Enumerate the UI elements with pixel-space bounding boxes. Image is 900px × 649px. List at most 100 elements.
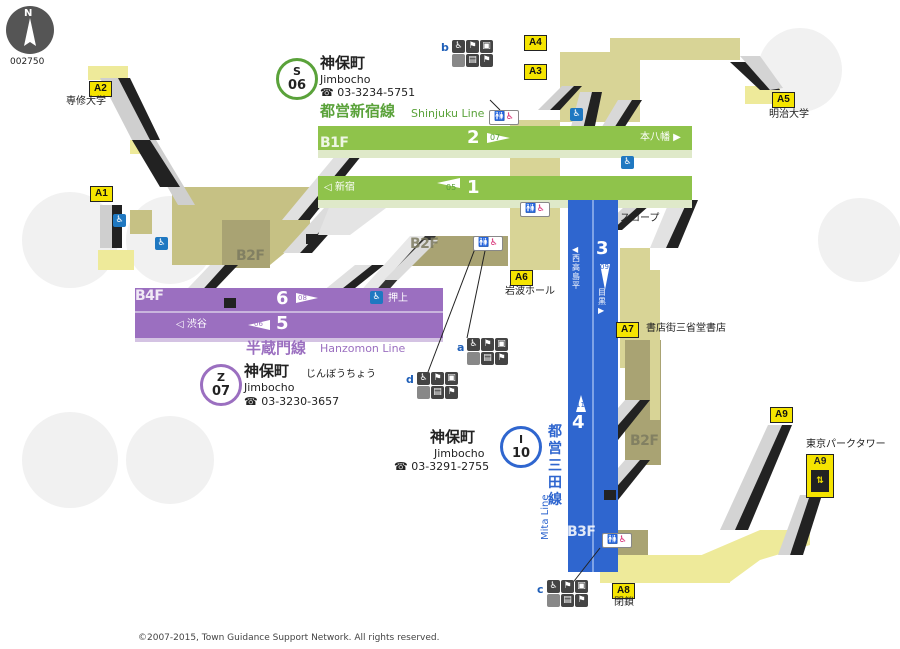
track-3-stop: 09 [600, 263, 609, 271]
elevator-icon[interactable]: ♿ [621, 156, 634, 169]
facility-cluster-a[interactable]: ♿ ⚑ ▣ ▤ ⚑ [467, 338, 508, 366]
shinjuku-line-name-en: Shinjuku Line [411, 107, 485, 120]
exit-a7[interactable]: A7 [616, 322, 639, 338]
floor-b3f: B3F [567, 524, 596, 540]
place-a8: 閉鎖 [614, 597, 634, 608]
mita-code-number: 10 [511, 446, 531, 461]
escalator-icon: ♿ [417, 372, 430, 385]
track-3-direction-up: ◀西高島平 [572, 245, 580, 290]
ticket-gate-icon: ▤ [466, 54, 479, 67]
map-code: 002750 [10, 57, 45, 67]
floor-b4f: B4F [135, 288, 164, 304]
shinjuku-code-letter: S [293, 65, 301, 78]
hanzomon-station-code: Z 07 [200, 364, 242, 406]
track-6-stop: 08 [298, 294, 307, 302]
facility-cluster-c[interactable]: ♿ ⚑ ▣ ▤ ⚑ [547, 580, 588, 608]
mita-line-name: 都営三田線 [548, 424, 562, 508]
track-3-direction-down: 目黒▶ [598, 288, 606, 315]
hanzomon-station-name: 神保町 [244, 362, 290, 380]
track-1-stop: 05 [446, 183, 457, 192]
restroom-icon[interactable]: 🚻♿ [489, 110, 519, 125]
track-2-stop: 07 [490, 133, 501, 142]
restroom-icon: ⚑ [561, 580, 574, 593]
ticket-gate-icon: ▣ [575, 580, 588, 593]
hanzomon-line-name-en: Hanzomon Line [320, 342, 406, 355]
facility-cluster-d[interactable]: ♿ ⚑ ▣ ▤ ⚑ [417, 372, 458, 400]
hanzomon-station-tel: ☎ 03-3230-3657 [244, 395, 340, 408]
mita-station-name: 神保町 [430, 428, 476, 446]
track-6-direction: 押上 [388, 293, 408, 304]
exit-a6[interactable]: A6 [510, 270, 533, 286]
shinjuku-platform-1 [318, 176, 692, 200]
track-1-direction: ◁ 新宿 [324, 182, 355, 193]
floor-b2f-mid: B2F [410, 236, 439, 252]
restroom-icon[interactable]: 🚻♿ [602, 533, 632, 548]
exit-a5[interactable]: A5 [772, 92, 795, 108]
floor-b2f-right: B2F [630, 433, 659, 449]
shinjuku-station-romaji: Jimbocho [320, 73, 371, 86]
track-5-number: 5 [276, 313, 289, 334]
floor-b1f: B1F [320, 135, 349, 151]
ticket-gate-icon: ▤ [431, 386, 444, 399]
hanzomon-station-romaji: Jimbocho [244, 381, 295, 394]
hanzomon-code-letter: Z [217, 371, 225, 384]
gate-icon [452, 54, 465, 67]
cluster-a-letter: a [457, 341, 465, 354]
shinjuku-code-number: 06 [287, 78, 307, 93]
restroom-icon: ⚑ [495, 352, 508, 365]
track-4-number: 4 [572, 412, 585, 433]
gate-icon [417, 386, 430, 399]
place-a2: 専修大学 [66, 96, 106, 107]
cluster-d-letter: d [406, 373, 414, 386]
track-5-stop: 06 [254, 320, 263, 328]
shinjuku-station-name: 神保町 [320, 54, 366, 72]
copyright: ©2007-2015, Town Guidance Support Networ… [138, 633, 440, 643]
mita-code-letter: I [518, 433, 524, 446]
shinjuku-station-tel: ☎ 03-3234-5751 [320, 86, 416, 99]
compass: N [6, 6, 54, 54]
ticket-gate-icon: ▣ [495, 338, 508, 351]
compass-north: N [24, 8, 33, 19]
place-a9: 東京パークタワー [806, 439, 886, 450]
ticket-gate-icon: ▤ [561, 594, 574, 607]
exit-a4[interactable]: A4 [524, 35, 547, 51]
ticket-gate-icon: ▣ [480, 40, 493, 53]
track-1-number: 1 [467, 177, 480, 198]
hanzomon-station-kana: じんぼうちょう [306, 369, 376, 380]
facility-cluster-b[interactable]: ♿ ⚑ ▣ ▤ ⚑ [452, 40, 493, 68]
gate-icon [467, 352, 480, 365]
place-a5: 明治大学 [769, 109, 809, 120]
restroom-icon: ⚑ [480, 54, 493, 67]
wheelchair-icon[interactable]: ♿ [370, 291, 383, 304]
ticket-gate-icon: ▤ [481, 352, 494, 365]
floor-b2f-left: B2F [236, 248, 265, 264]
exit-a9[interactable]: A9 [770, 407, 793, 423]
exit-a3[interactable]: A3 [524, 64, 547, 80]
mita-station-romaji: Jimbocho [434, 447, 485, 460]
exit-a9-elevator[interactable]: A9 ⇅ [806, 454, 834, 498]
mita-line-name-en: Mita Line [540, 494, 551, 540]
restroom-icon: ⚑ [481, 338, 494, 351]
elevator-icon[interactable]: ♿ [113, 214, 126, 227]
cluster-b-letter: b [441, 41, 449, 54]
track-3-number: 3 [596, 238, 609, 259]
gate-icon [547, 594, 560, 607]
hanzomon-code-number: 07 [211, 384, 231, 399]
place-a6: 岩波ホール [505, 286, 555, 297]
restroom-icon[interactable]: 🚻♿ [520, 202, 550, 217]
restroom-icon: ⚑ [466, 40, 479, 53]
track-4-stop: 11 [576, 401, 585, 409]
restroom-icon[interactable]: 🚻♿ [473, 236, 503, 251]
exit-a9-inner-label: A9 [813, 456, 827, 467]
wheelchair-icon[interactable]: ♿ [155, 237, 168, 250]
ticket-gate-icon: ▣ [445, 372, 458, 385]
exit-a2[interactable]: A2 [89, 81, 112, 97]
track-6-number: 6 [276, 288, 289, 309]
escalator-marks [224, 234, 616, 500]
leader-lines [427, 99, 601, 586]
exit-a8[interactable]: A8 [612, 583, 635, 599]
elevator-icon[interactable]: ♿ [570, 108, 583, 121]
exit-a1[interactable]: A1 [90, 186, 113, 202]
compass-arrow-icon [24, 18, 36, 46]
